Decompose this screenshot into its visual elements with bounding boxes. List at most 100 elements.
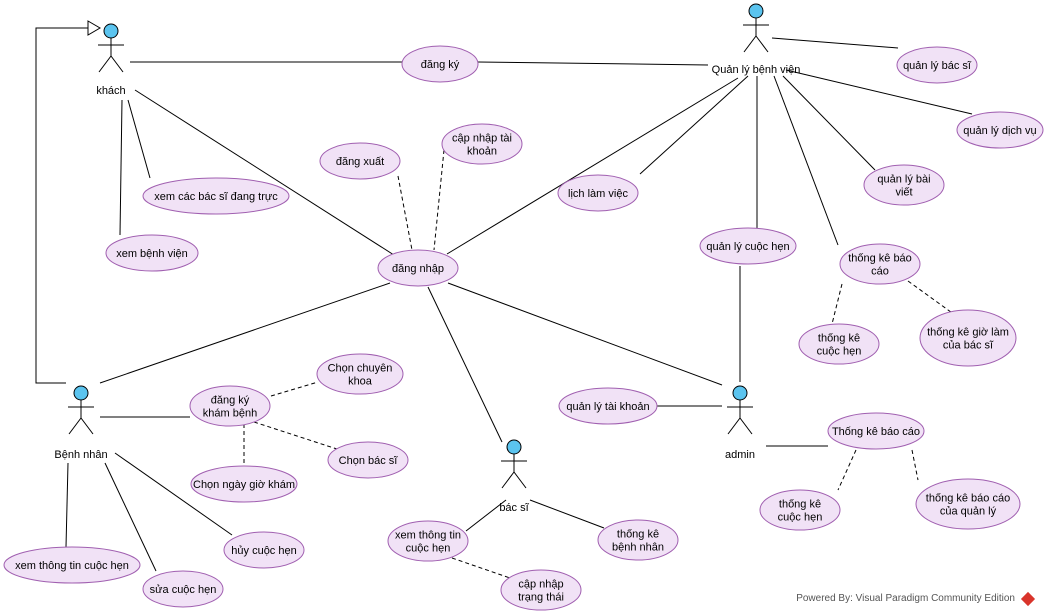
association-line <box>99 282 391 384</box>
use-case-label: xem các bác sĩ đang trực <box>154 191 278 203</box>
use-case-ellipse <box>956 111 1044 149</box>
use-case-chonbacsi[interactable]: Chọn bác sĩ <box>327 441 409 479</box>
actor-benhnhan[interactable]: Bệnh nhân <box>54 385 108 461</box>
use-case-ellipse <box>558 387 658 425</box>
use-case-quanlydichvu[interactable]: quản lý dịch vụ <box>956 111 1044 149</box>
use-case-ellipse <box>105 234 199 272</box>
use-case-dangxuat[interactable]: đăng xuất <box>319 142 401 180</box>
use-case-ellipse <box>190 465 298 503</box>
use-case-label: trạng thái <box>518 592 564 604</box>
association-line <box>134 89 395 256</box>
use-case-ellipse <box>500 569 582 611</box>
use-case-dangky[interactable]: đăng ký <box>401 45 479 83</box>
use-case-label: cập nhập <box>518 579 563 591</box>
watermark-text: Powered By: Visual Paradigm Community Ed… <box>796 593 1015 604</box>
actor-head-icon <box>506 439 522 455</box>
use-case-label: Chọn bác sĩ <box>339 455 399 467</box>
dependency-line <box>907 280 956 316</box>
use-case-label: xem thông tin <box>395 530 461 542</box>
actor-leg <box>743 35 757 53</box>
use-case-ellipse <box>223 531 305 569</box>
use-case-xemcacbacsi[interactable]: xem các bác sĩ đang trực <box>142 177 290 215</box>
generalization-arrowhead-icon <box>87 20 101 36</box>
use-case-label: cuộc hẹn <box>817 346 862 358</box>
use-case-ellipse <box>699 227 797 265</box>
actor-label: bác sĩ <box>499 502 529 514</box>
use-case-ellipse <box>377 249 459 287</box>
use-case-label: đăng nhập <box>392 263 444 275</box>
use-case-ellipse <box>759 489 841 531</box>
association-line <box>65 462 69 548</box>
association-line <box>477 61 709 66</box>
actor-khach[interactable]: khách <box>96 23 126 97</box>
use-case-thongkebaocao2[interactable]: Thống kê báo cáo <box>827 412 925 450</box>
use-case-label: Chọn ngày giờ khám <box>193 479 295 491</box>
use-case-xembenhvien[interactable]: xem bệnh viện <box>105 234 199 272</box>
use-case-dangnhap[interactable]: đăng nhập <box>377 249 459 287</box>
use-cases: đăng ký quản lý bác sĩ quản lý dịch vụ quản… <box>3 45 1044 611</box>
use-case-label: cuộc hẹn <box>778 512 823 524</box>
use-case-label: viết <box>895 187 912 199</box>
use-case-label: cáo <box>871 266 889 278</box>
use-case-label: thống kê <box>818 333 860 345</box>
association-line <box>447 282 723 386</box>
use-case-label: cập nhập tài <box>452 133 512 145</box>
actor-leg <box>755 35 769 53</box>
association-line <box>771 37 899 49</box>
use-case-label: Thống kê báo cáo <box>832 426 920 438</box>
actor-bacsi[interactable]: bác sĩ <box>499 439 530 514</box>
association-line <box>785 69 973 115</box>
use-case-ellipse <box>142 570 224 608</box>
use-case-quanlycuochen[interactable]: quản lý cuộc hẹn <box>699 227 797 265</box>
use-case-ellipse <box>316 353 404 395</box>
use-case-label: đăng ký <box>421 59 460 71</box>
actor-quanly[interactable]: Quản lý bệnh viện <box>712 3 801 76</box>
use-case-label: khám bệnh <box>203 408 257 420</box>
association-line <box>119 99 123 236</box>
use-case-quanlybacsi[interactable]: quản lý bác sĩ <box>896 46 978 84</box>
use-case-ellipse <box>142 177 290 215</box>
dependency-line <box>253 421 341 451</box>
use-case-chonngaygio[interactable]: Chọn ngày giờ khám <box>190 465 298 503</box>
use-case-ellipse <box>798 323 880 365</box>
use-case-huycuochen[interactable]: hủy cuộc hẹn <box>223 531 305 569</box>
dependency-line <box>911 449 919 481</box>
use-case-label: bệnh nhân <box>612 542 664 554</box>
use-case-suacuochen[interactable]: sửa cuộc hẹn <box>142 570 224 608</box>
use-case-label: quản lý bài <box>877 174 930 186</box>
association-line <box>529 499 605 529</box>
actor-leg <box>110 55 124 73</box>
actor-leg <box>727 417 741 435</box>
use-case-quanlytaikhoan[interactable]: quản lý tài khoản <box>558 387 658 425</box>
visual-paradigm-logo-icon <box>1020 591 1036 606</box>
use-case-lichlamviec[interactable]: lịch làm việc <box>557 174 639 212</box>
use-case-label: của bác sĩ <box>943 340 994 352</box>
actor-head-icon <box>748 3 764 19</box>
use-case-xemthongtincuochen2[interactable]: xem thông tin cuộc hẹn <box>3 546 141 584</box>
actor-head-icon <box>73 385 89 401</box>
association-line <box>465 499 507 532</box>
actor-admin[interactable]: admin <box>725 385 755 461</box>
actor-label: Bệnh nhân <box>54 449 107 461</box>
use-case-label: thống kê báo cáo <box>926 493 1010 505</box>
use-case-label: của quản lý <box>940 506 997 518</box>
actor-head-icon <box>732 385 748 401</box>
actor-head-icon <box>103 23 119 39</box>
use-case-label: Chọn chuyên <box>328 363 393 375</box>
use-case-label: sửa cuộc hẹn <box>150 584 217 596</box>
use-case-label: xem bệnh viện <box>116 248 188 260</box>
use-case-label: thống kê <box>779 499 821 511</box>
